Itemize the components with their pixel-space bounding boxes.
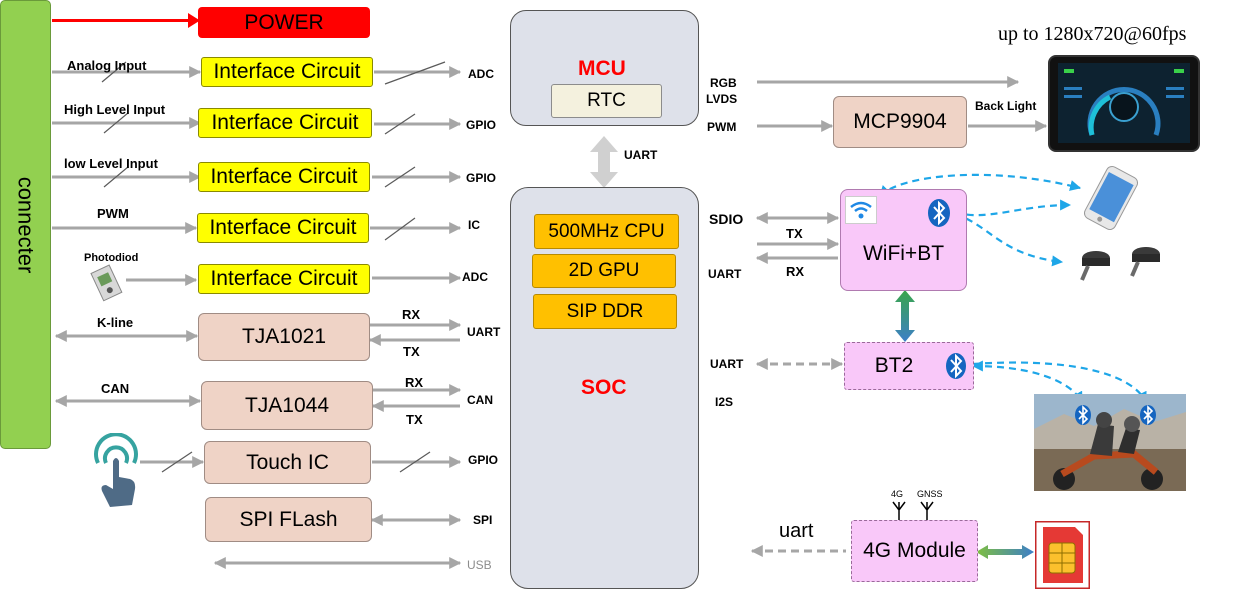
mcu-soc-uart-arrow — [590, 136, 618, 188]
ddr-chip: SIP DDR — [533, 294, 677, 329]
touch-gesture-icon — [86, 432, 146, 511]
can-rx: RX — [405, 375, 424, 390]
high-level-input-label: High Level Input — [64, 102, 166, 117]
wifi-rx: RX — [786, 264, 805, 279]
wifi-tx: TX — [786, 226, 803, 241]
wifi-bt-label: WiFi+BT — [862, 242, 945, 265]
power-arrowhead — [188, 13, 200, 28]
signal-uart-wifi: UART — [708, 267, 742, 281]
kline-label: K-line — [97, 315, 134, 330]
module-sim-link — [976, 545, 1034, 559]
cpu-chip: 500MHz CPU — [534, 214, 679, 249]
antenna-4g-label: 4G — [891, 489, 904, 499]
signal-ic: IC — [468, 218, 480, 232]
kline-tx: TX — [403, 344, 420, 359]
connector-bus: connecter — [0, 0, 51, 449]
touch-ic-block: Touch IC — [204, 441, 371, 484]
signal-usb: USB — [467, 558, 492, 572]
display-caption: up to 1280x720@60fps — [998, 23, 1187, 45]
power-line — [52, 19, 190, 22]
low-level-input-label: low Level Input — [64, 156, 158, 171]
bluetooth-icon — [927, 198, 951, 228]
signal-adc-2: ADC — [462, 270, 488, 284]
sim-card-icon — [1034, 520, 1091, 590]
bluetooth-icon-rider-2 — [1139, 404, 1157, 426]
wifi-icon — [845, 196, 877, 224]
photodiod-label: Photodiod — [84, 252, 139, 264]
motorcycle-riders-photo — [1034, 394, 1186, 491]
tire-sensor-icon-1 — [1074, 244, 1114, 284]
backlight-label: Back Light — [975, 99, 1037, 113]
soc-title: SOC — [581, 376, 627, 399]
photodiode-icon — [86, 258, 126, 306]
signal-adc-1: ADC — [468, 67, 494, 81]
bus-ticks — [101, 61, 446, 473]
analog-input-label: Analog Input — [67, 58, 147, 73]
mcu-title: MCU — [578, 57, 626, 80]
kline-rx: RX — [402, 307, 421, 322]
mcp9904-block: MCP9904 — [833, 96, 967, 148]
mcu-soc-uart: UART — [624, 148, 658, 162]
gpu-chip: 2D GPU — [532, 254, 676, 288]
tja1044-block: TJA1044 — [201, 381, 373, 430]
signal-can: CAN — [467, 393, 493, 407]
pwm-input-label: PWM — [97, 206, 129, 221]
dashed-arrows — [750, 358, 846, 557]
rtc-block: RTC — [551, 84, 662, 118]
can-tx: TX — [406, 412, 423, 427]
tja1021-block: TJA1021 — [198, 313, 370, 361]
antenna-icon — [890, 500, 940, 520]
signal-gpio-touch: GPIO — [468, 453, 499, 467]
interface-circuit-high: Interface Circuit — [198, 108, 372, 138]
smartphone-icon — [1080, 165, 1142, 231]
interface-circuit-analog: Interface Circuit — [201, 57, 373, 87]
interface-circuit-photodiod: Interface Circuit — [198, 264, 370, 294]
interface-circuit-pwm: Interface Circuit — [197, 213, 369, 243]
tire-sensor-icon-2 — [1124, 240, 1164, 280]
signal-uart-bt2: UART — [710, 357, 744, 371]
uart-4g-label: uart — [779, 520, 814, 542]
antenna-gnss-label: GNSS — [917, 489, 943, 499]
signal-spi: SPI — [473, 513, 493, 527]
signal-uart-kline: UART — [467, 325, 501, 339]
dashboard-display-icon — [1048, 55, 1200, 152]
can-label: CAN — [101, 381, 130, 396]
bluetooth-icon-bt2 — [945, 352, 967, 380]
spi-flash-block: SPI FLash — [205, 497, 372, 542]
signal-pwm-out: PWM — [707, 120, 737, 134]
signal-sdio: SDIO — [709, 211, 744, 227]
power-block: POWER — [198, 7, 370, 38]
bluetooth-icon-rider-1 — [1074, 404, 1092, 426]
connector-label: connecter — [13, 176, 39, 273]
4g-module-block: 4G Module — [851, 520, 978, 582]
signal-gpio-1: GPIO — [466, 118, 497, 132]
signal-i2s: I2S — [715, 395, 734, 409]
signal-rgb: RGB — [710, 76, 737, 90]
signal-gpio-2: GPIO — [466, 171, 497, 185]
signal-lvds: LVDS — [706, 92, 738, 106]
interface-circuit-low: Interface Circuit — [198, 162, 370, 192]
wifi-bt2-link — [895, 290, 915, 342]
